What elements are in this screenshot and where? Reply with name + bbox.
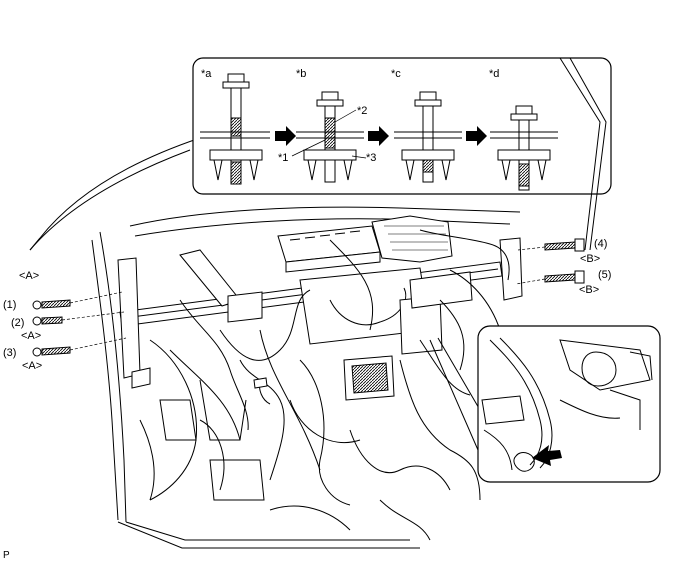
fastener-2-number: (2)	[11, 317, 24, 329]
stage-b-bolt	[291, 91, 367, 183]
stage-arrow-3	[466, 126, 487, 146]
group-header-left: <A>	[19, 270, 39, 282]
fastener-bolt-1	[32, 299, 71, 310]
callout-1-label: *1	[278, 152, 288, 164]
fastener-4-group: <B>	[580, 253, 600, 265]
stage-arrow-1	[275, 126, 296, 146]
stage-d-bolt	[490, 105, 558, 191]
stage-b-label: *b	[296, 68, 306, 80]
stage-c-bolt	[394, 91, 462, 183]
right-leader-lines	[515, 246, 546, 285]
fastener-bolt-2	[32, 316, 63, 326]
fastener-3-group: <A>	[22, 360, 42, 372]
fastener-bolt-5	[544, 270, 585, 284]
stage-c-label: *c	[391, 68, 401, 80]
stage-d-label: *d	[489, 68, 499, 80]
wiring-harness	[139, 229, 510, 541]
inset-top: *a *b *c *d *1 *2 *3	[192, 57, 612, 251]
heater-unit	[277, 215, 473, 401]
stage-a-label: *a	[201, 68, 212, 80]
inset-bottom-right	[429, 325, 661, 483]
fastener-3-number: (3)	[3, 347, 16, 359]
callout-2-label: *2	[357, 105, 367, 117]
corner-code: P	[3, 550, 10, 561]
fastener-bolt-4	[544, 238, 585, 252]
stage-a-bolt	[200, 73, 270, 185]
fastener-2-group: <A>	[21, 330, 41, 342]
callout-3-label: *3	[366, 152, 376, 164]
stage-arrow-2	[368, 126, 389, 146]
inset-indicator-arrow	[532, 445, 562, 466]
fastener-5-number: (5)	[598, 269, 611, 281]
fastener-5-group: <B>	[579, 284, 599, 296]
center-bolt	[253, 377, 268, 389]
fastener-bolt-3	[32, 346, 71, 357]
left-leader-lines	[61, 291, 127, 351]
fastener-1-number: (1)	[3, 299, 16, 311]
fastener-4-number: (4)	[594, 238, 607, 250]
